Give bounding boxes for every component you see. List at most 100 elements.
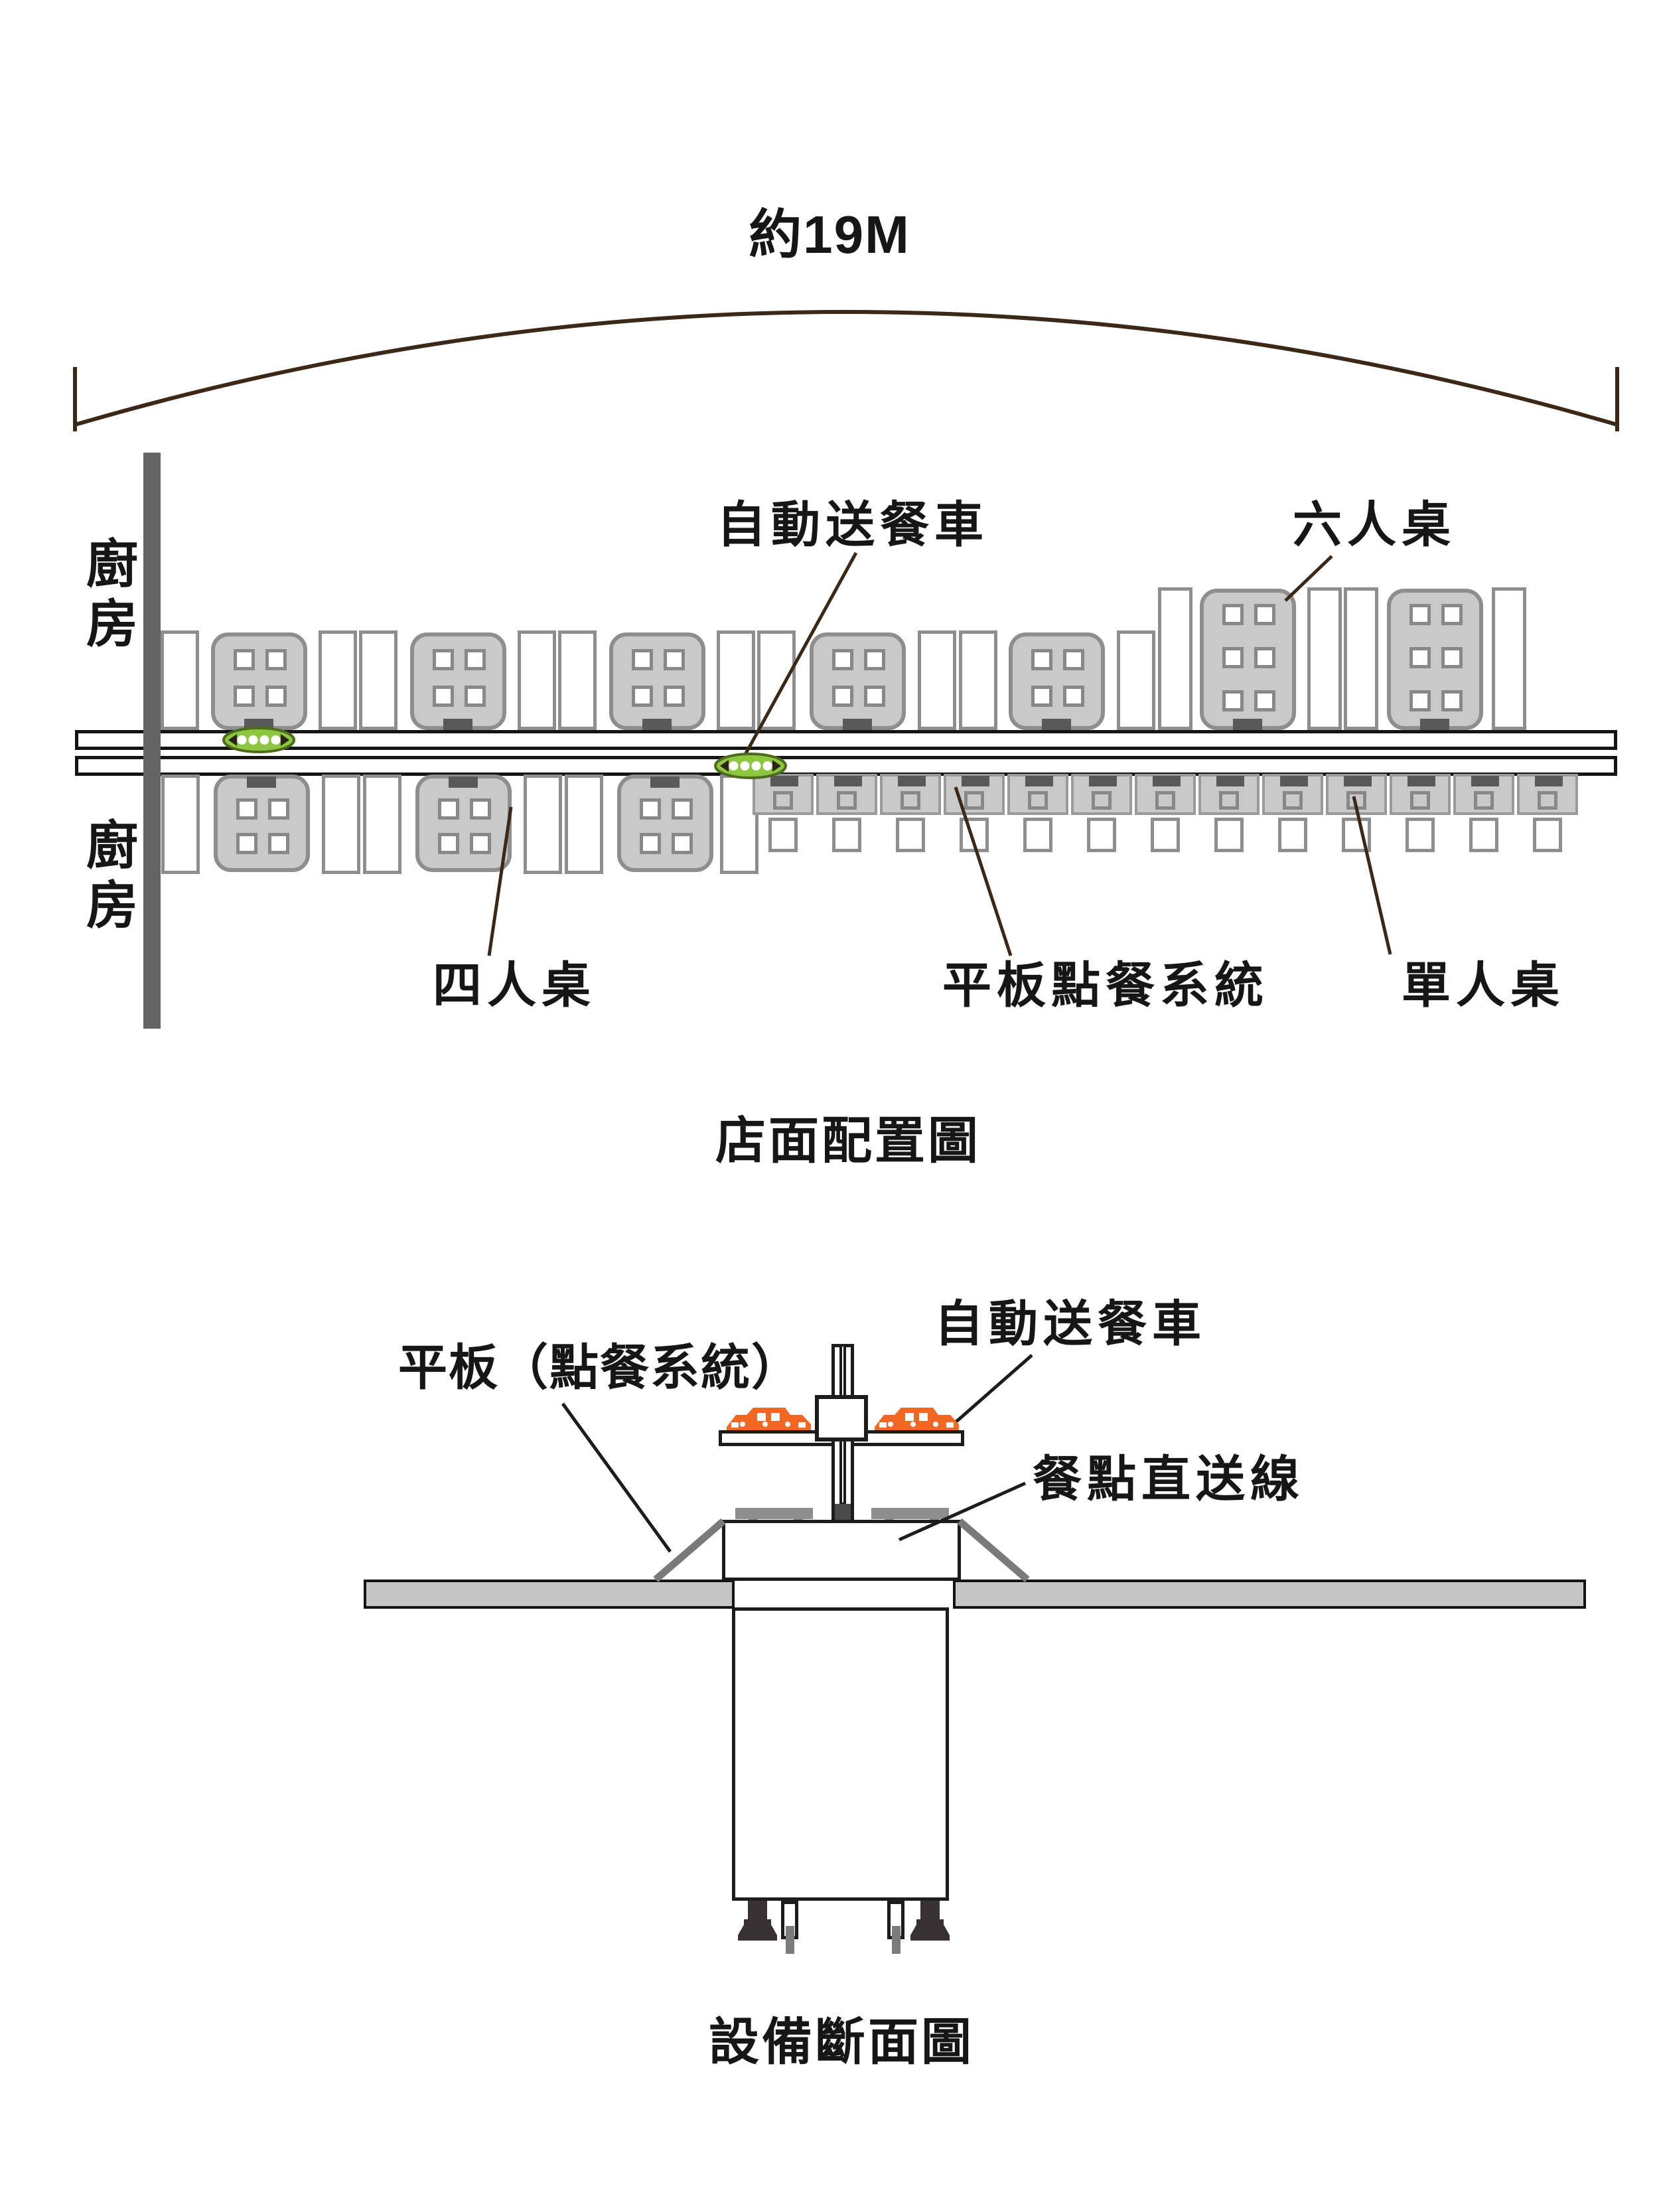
chair	[518, 630, 556, 730]
chair	[359, 630, 397, 730]
seat-square	[433, 649, 454, 670]
seat-square	[632, 686, 653, 707]
side-table-slab-left	[364, 1580, 735, 1609]
seat-square	[1028, 791, 1048, 810]
delivery-cart-side-part	[762, 1422, 768, 1427]
delivery-cart-side-part	[757, 1413, 766, 1421]
chair	[161, 630, 199, 730]
tablet-ordering-device	[1216, 776, 1244, 786]
leader-delivery-cart	[740, 552, 858, 762]
chair	[1406, 818, 1435, 852]
delivery-cart-part	[271, 735, 281, 745]
kitchen-label-bottom: 廚 房	[86, 816, 139, 934]
chair	[896, 818, 925, 852]
annotation-delivery-cart: 自動送餐車	[717, 497, 989, 552]
delivery-cart-side-part	[919, 1413, 928, 1421]
seat-square	[470, 833, 491, 854]
section-annotation-delivery-line: 餐點直送線	[1033, 1451, 1305, 1507]
chair	[717, 630, 755, 730]
single-seat-table	[880, 774, 941, 815]
delivery-cart-part	[281, 734, 289, 746]
seat-square	[236, 833, 257, 854]
chair	[960, 818, 989, 852]
cabinet-body	[732, 1607, 949, 1901]
seat-square	[236, 798, 257, 820]
seat-square	[465, 649, 486, 670]
seat-square	[1409, 604, 1431, 625]
seat-square	[1409, 690, 1431, 711]
tablet-ordering-device	[770, 776, 798, 786]
delivery-rail-upper	[75, 730, 1617, 750]
chair	[1151, 818, 1180, 852]
dimension-label: 約19M	[749, 205, 910, 264]
seat-square	[265, 649, 287, 670]
delivery-cart-side-part	[933, 1422, 938, 1427]
delivery-cart-part	[222, 727, 295, 753]
chair	[558, 630, 597, 730]
chair	[1533, 818, 1562, 852]
seat-square	[664, 649, 685, 670]
section-annotation-delivery-cart: 自動送餐車	[934, 1296, 1206, 1351]
seat-square	[1031, 686, 1052, 707]
single-seat-table	[816, 774, 877, 815]
counter-box	[722, 1520, 961, 1581]
chair	[757, 630, 796, 730]
tablet-ordering-device	[1407, 776, 1435, 786]
delivery-cart-side-part	[910, 1422, 916, 1427]
leader-section-cart	[949, 1354, 1033, 1428]
chair	[1158, 587, 1192, 730]
chair	[1117, 630, 1155, 730]
section-annotation-tablet: 平板（點餐系統）	[398, 1340, 802, 1395]
seat-square	[1254, 690, 1275, 711]
seat-square	[1155, 791, 1175, 810]
seat-square	[1063, 686, 1084, 707]
chair	[918, 630, 956, 730]
seat-square	[832, 686, 853, 707]
single-seat-table	[1453, 774, 1514, 815]
tablet-stand-bar	[735, 1508, 813, 1519]
single-seat-table	[1262, 774, 1323, 815]
chair	[161, 774, 200, 874]
caster-wheel-stem	[892, 1926, 901, 1954]
seat-square	[234, 649, 255, 670]
seat-square	[1222, 690, 1244, 711]
delivery-cart-part	[751, 761, 761, 771]
tablet-ordering-device	[1471, 776, 1499, 786]
four-seat-table	[609, 632, 705, 730]
chair	[1214, 818, 1244, 852]
chair	[1344, 587, 1378, 730]
seat-square	[1254, 604, 1275, 625]
delivery-cart-part	[237, 735, 247, 745]
delivery-cart-part	[772, 760, 781, 772]
seat-square	[672, 798, 693, 820]
floor-plan-title: 店面配置圖	[715, 1113, 981, 1169]
tablet-ordering-device	[1344, 776, 1372, 786]
seat-square	[470, 798, 491, 820]
seat-square	[1219, 791, 1239, 810]
delivery-cart-part	[714, 753, 787, 779]
cross-section-title: 設備斷面圖	[709, 2014, 974, 2071]
four-seat-table	[211, 632, 307, 730]
delivery-cart-part	[259, 735, 269, 745]
delivery-cart-part	[762, 761, 772, 771]
seat-square	[1441, 604, 1463, 625]
single-seat-table	[1071, 774, 1132, 815]
annotation-tablet-ordering-system: 平板點餐系統	[942, 958, 1269, 1013]
tablet-ordering-device	[898, 776, 926, 786]
seat-square	[1092, 791, 1112, 810]
seat-square	[265, 686, 287, 707]
delivery-cart-icon	[222, 727, 295, 753]
seat-square	[1222, 604, 1244, 625]
seat-square	[640, 833, 661, 854]
leader-section-delivery-line	[898, 1481, 1027, 1542]
delivery-cart-side-part	[771, 1413, 780, 1421]
seat-square	[773, 791, 793, 810]
leader-single-table	[1352, 796, 1392, 955]
leader-section-tablet	[561, 1402, 672, 1553]
four-seat-table	[1009, 632, 1105, 730]
single-seat-table	[753, 774, 814, 815]
tablet-ordering-device	[642, 719, 672, 730]
tablet-ordering-device	[247, 776, 276, 788]
four-seat-table	[810, 632, 906, 730]
